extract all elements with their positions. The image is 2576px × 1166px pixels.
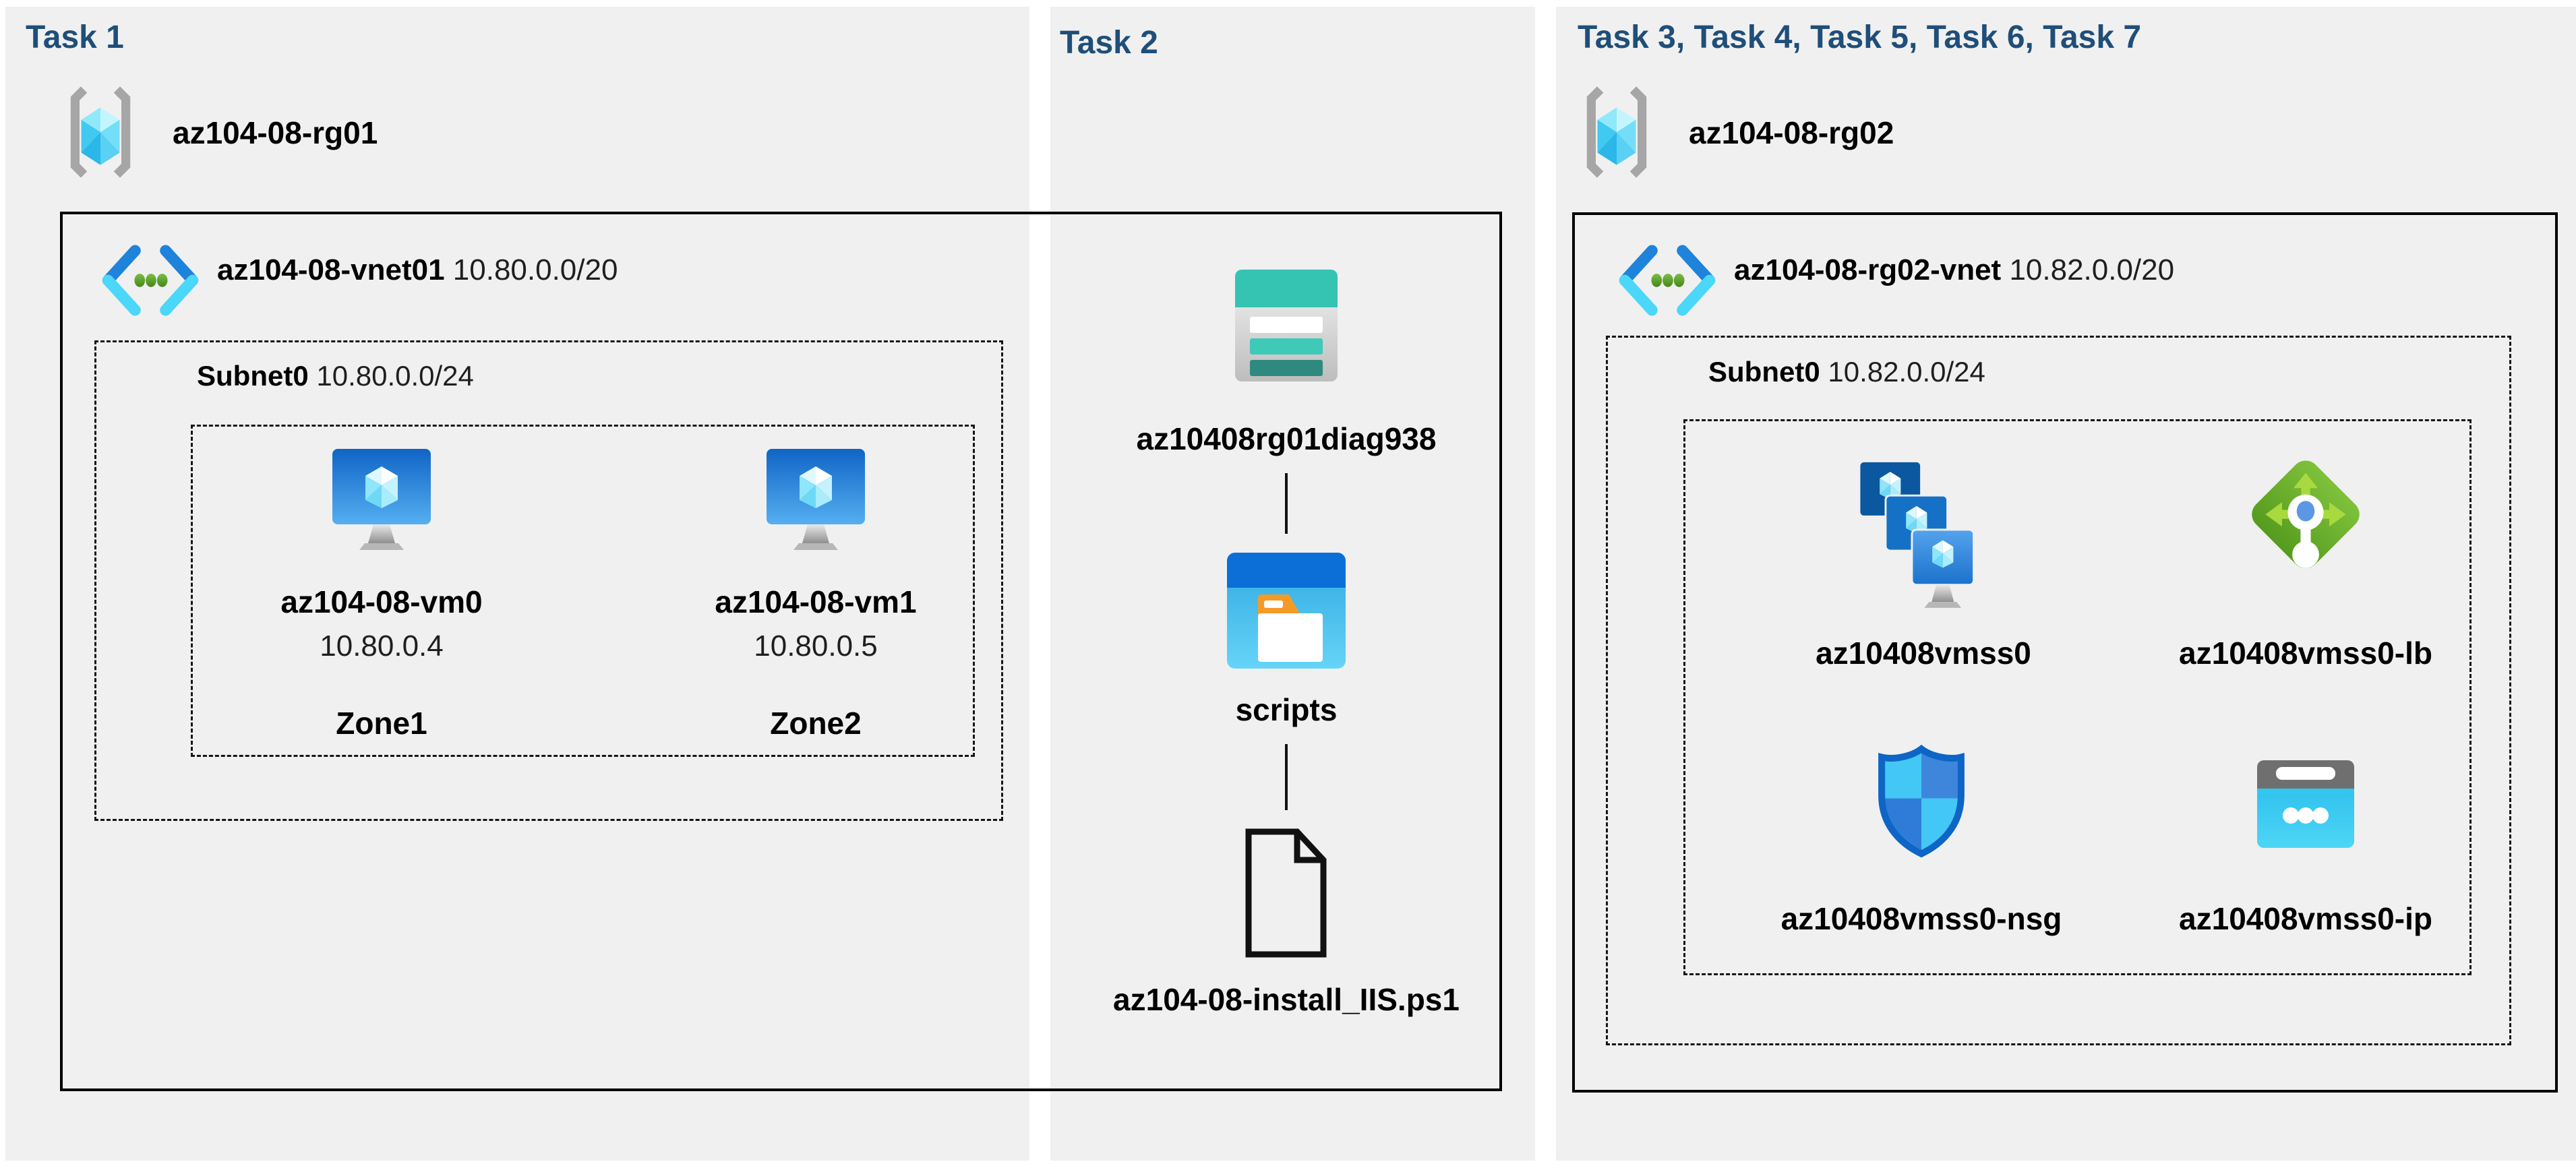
vm-zone: Zone2 bbox=[770, 706, 862, 741]
task1-heading: Task 1 bbox=[26, 20, 124, 55]
resource-group-name: az104-08-rg02 bbox=[1689, 115, 1894, 150]
script-file-icon bbox=[1245, 828, 1327, 958]
task2-heading: Task 2 bbox=[1060, 25, 1158, 61]
load-balancer-icon bbox=[2245, 450, 2366, 582]
task3-heading: Task 3, Task 4, Task 5, Task 6, Task 7 bbox=[1578, 20, 2142, 55]
vm-name: az104-08-vm1 bbox=[715, 584, 917, 619]
network-security-group-icon bbox=[1874, 744, 1969, 859]
subnet-name: Subnet0 bbox=[197, 360, 309, 392]
load-balancer-name: az10408vmss0-lb bbox=[2179, 636, 2432, 671]
vm-ip: 10.80.0.5 bbox=[754, 630, 878, 663]
subnet-cidr: 10.80.0.0/24 bbox=[316, 360, 474, 392]
task3-panel bbox=[1556, 7, 2576, 1161]
vm-ip: 10.80.0.4 bbox=[320, 630, 444, 663]
vm-zone: Zone1 bbox=[336, 706, 427, 741]
rg02-vnet-boundary-box bbox=[1572, 212, 2558, 1093]
task1-panel bbox=[5, 7, 1029, 1161]
nsg-name: az10408vmss0-nsg bbox=[1780, 901, 2062, 936]
virtual-machine-icon bbox=[331, 448, 432, 555]
subnet0-box bbox=[1606, 336, 2511, 1045]
virtual-machine-icon bbox=[765, 448, 866, 555]
vm-zone-box bbox=[191, 425, 975, 757]
blob-container-icon bbox=[1226, 551, 1347, 670]
vnet-cidr: 10.82.0.0/20 bbox=[2009, 253, 2175, 286]
storage-account-name: az10408rg01diag938 bbox=[1136, 421, 1437, 456]
vm-name: az104-08-vm0 bbox=[280, 584, 483, 619]
resource-group-icon bbox=[59, 85, 142, 179]
public-ip-name: az10408vmss0-ip bbox=[2179, 901, 2432, 936]
storage-account-icon bbox=[1234, 268, 1339, 383]
connector-line bbox=[1285, 744, 1288, 810]
vnet-cidr: 10.80.0.0/20 bbox=[452, 253, 618, 286]
public-ip-icon bbox=[2256, 759, 2356, 849]
vnet01-boundary-box bbox=[60, 212, 1502, 1091]
vnet-label: az104-08-vnet01 10.80.0.0/20 bbox=[217, 253, 618, 287]
subnet-cidr: 10.82.0.0/24 bbox=[1828, 356, 1985, 388]
virtual-network-icon bbox=[100, 244, 201, 317]
vnet-name: az104-08-rg02-vnet bbox=[1734, 253, 2002, 286]
vmss-resources-box bbox=[1683, 419, 2472, 975]
vm-scale-set-icon bbox=[1858, 460, 1989, 618]
resource-group-icon bbox=[1576, 85, 1658, 179]
resource-group-name: az104-08-rg01 bbox=[173, 115, 378, 150]
vnet-label: az104-08-rg02-vnet 10.82.0.0/20 bbox=[1734, 253, 2174, 287]
vnet-name: az104-08-vnet01 bbox=[217, 253, 445, 286]
subnet0-label: Subnet0 10.82.0.0/24 bbox=[1708, 356, 1985, 388]
subnet0-label: Subnet0 10.80.0.0/24 bbox=[197, 360, 474, 392]
connector-line bbox=[1285, 473, 1288, 534]
script-file-name: az104-08-install_IIS.ps1 bbox=[1113, 982, 1460, 1017]
container-name: scripts bbox=[1235, 692, 1338, 727]
vmss-name: az10408vmss0 bbox=[1816, 636, 2031, 671]
subnet0-box bbox=[94, 340, 1003, 821]
subnet-name: Subnet0 bbox=[1708, 356, 1820, 388]
virtual-network-icon bbox=[1617, 244, 1718, 317]
